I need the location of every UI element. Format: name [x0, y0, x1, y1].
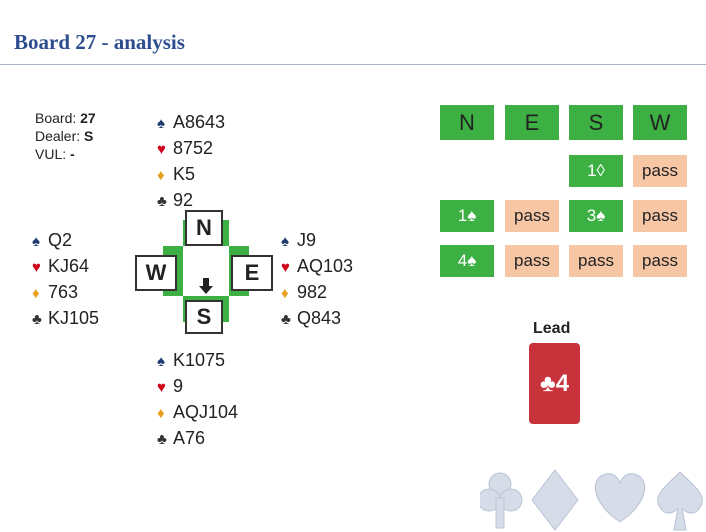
east-hand: ♠ J9 ♥ AQ103 ♦ 982 ♣ Q843 [281, 228, 353, 332]
board-label: Board: [35, 110, 77, 126]
bid-cell: 4♠ [440, 245, 494, 277]
seat-south: S [185, 300, 223, 334]
west-diamonds: 763 [48, 282, 79, 302]
east-clubs: Q843 [297, 308, 342, 328]
bid-header-e: E [505, 105, 559, 140]
dealer-label: Dealer: [35, 128, 81, 144]
north-clubs: 92 [173, 190, 194, 210]
west-hand: ♠ Q2 ♥ KJ64 ♦ 763 ♣ KJ105 [32, 228, 99, 332]
diamond-icon: ♦ [157, 167, 165, 184]
club-icon: ♣ [157, 193, 167, 210]
heart-icon: ♥ [281, 259, 290, 276]
club-icon: ♣ [32, 311, 42, 328]
dealer-arrow-icon [199, 278, 213, 294]
west-clubs: KJ105 [48, 308, 100, 328]
south-clubs: A76 [173, 428, 206, 448]
bid-header-n: N [440, 105, 494, 140]
west-hearts: KJ64 [48, 256, 90, 276]
west-spades: Q2 [48, 230, 73, 250]
seat-north: N [185, 210, 223, 246]
seat-east: E [231, 255, 273, 291]
spade-icon: ♠ [157, 353, 165, 370]
north-hearts: 8752 [173, 138, 214, 158]
north-hand: ♠ A8643 ♥ 8752 ♦ K5 ♣ 92 [157, 110, 225, 214]
east-hearts: AQ103 [297, 256, 354, 276]
vul-label: VUL: [35, 146, 67, 162]
club-icon: ♣ [157, 431, 167, 448]
spade-icon: ♠ [157, 115, 165, 132]
spade-icon: ♠ [32, 233, 40, 250]
diamond-icon: ♦ [281, 285, 289, 302]
south-diamonds: AQJ104 [173, 402, 239, 422]
heart-icon: ♥ [157, 379, 166, 396]
north-diamonds: K5 [173, 164, 196, 184]
bid-cell: 1◊ [569, 155, 623, 187]
lead-label: Lead [533, 320, 571, 337]
board-info: Board: 27 Dealer: S VUL: - [35, 109, 96, 163]
bid-header-s: S [569, 105, 623, 140]
vul-value: - [70, 146, 75, 162]
south-spades: K1075 [173, 350, 226, 370]
bid-cell: 1♠ [440, 200, 494, 232]
bid-cell: pass [633, 245, 687, 277]
heart-icon: ♥ [157, 141, 166, 158]
diamond-icon: ♦ [32, 285, 40, 302]
club-icon: ♣ [281, 311, 291, 328]
board-number: 27 [80, 110, 96, 126]
bid-cell: pass [505, 245, 559, 277]
bid-cell: pass [633, 155, 687, 187]
dealer-value: S [84, 128, 94, 144]
seat-west: W [135, 255, 177, 291]
page-title: Board 27 - analysis [14, 30, 185, 54]
spade-icon: ♠ [281, 233, 289, 250]
compass: N W E S [135, 210, 277, 334]
south-hand: ♠ K1075 ♥ 9 ♦ AQJ104 ♣ A76 [157, 348, 238, 452]
east-diamonds: 982 [297, 282, 328, 302]
bid-cell: pass [569, 245, 623, 277]
bid-header-w: W [633, 105, 687, 140]
title-divider [0, 64, 706, 65]
lead-card: ♣4 [529, 343, 580, 424]
south-hearts: 9 [173, 376, 184, 396]
diamond-icon: ♦ [157, 405, 165, 422]
bid-cell: pass [633, 200, 687, 232]
suit-decoration-icon [480, 469, 703, 531]
heart-icon: ♥ [32, 259, 41, 276]
east-spades: J9 [297, 230, 317, 250]
north-spades: A8643 [173, 112, 226, 132]
bid-cell: 3♠ [569, 200, 623, 232]
bid-cell: pass [505, 200, 559, 232]
